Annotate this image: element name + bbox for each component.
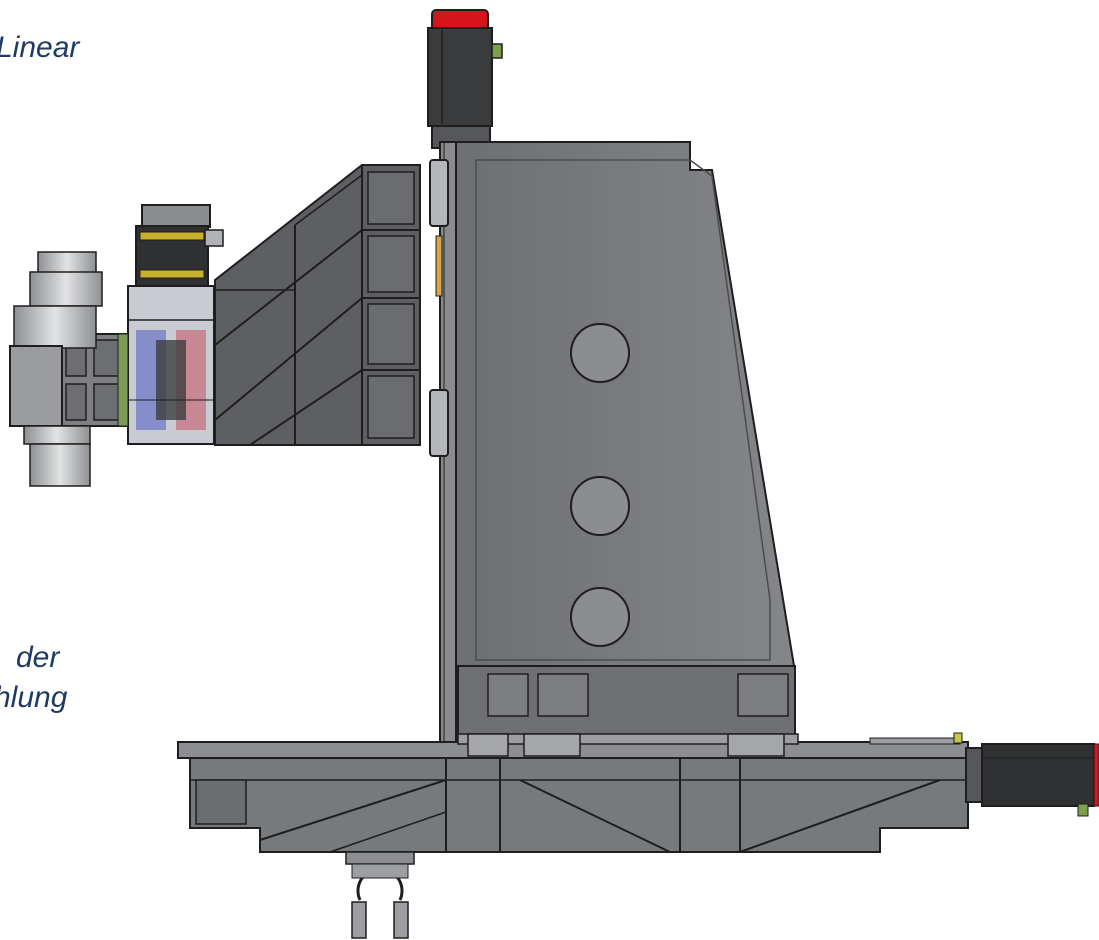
- x-axis-motor: [965, 743, 1099, 817]
- bed-body: [189, 757, 969, 853]
- spindle-carrier: [214, 164, 421, 446]
- column-hole-1: [570, 323, 630, 383]
- column-hole-3: [570, 587, 630, 647]
- x-motor-body: [981, 743, 1095, 807]
- motor-body: [427, 27, 493, 127]
- machine-bed: [177, 732, 969, 939]
- caption-hlung: hlung: [0, 681, 68, 714]
- spindle-head: [9, 204, 224, 487]
- guide-block-bottom: [429, 389, 449, 457]
- z-axis-motor: [427, 9, 503, 149]
- motor-connector: [491, 43, 503, 59]
- caption-der: der: [16, 641, 60, 674]
- machine-column: [429, 141, 796, 743]
- caption-linear: Linear: [0, 31, 80, 64]
- guide-block-top: [429, 159, 449, 227]
- x-motor-cap-red: [1093, 743, 1099, 807]
- column-body: [454, 141, 796, 743]
- column-hole-2: [570, 476, 630, 536]
